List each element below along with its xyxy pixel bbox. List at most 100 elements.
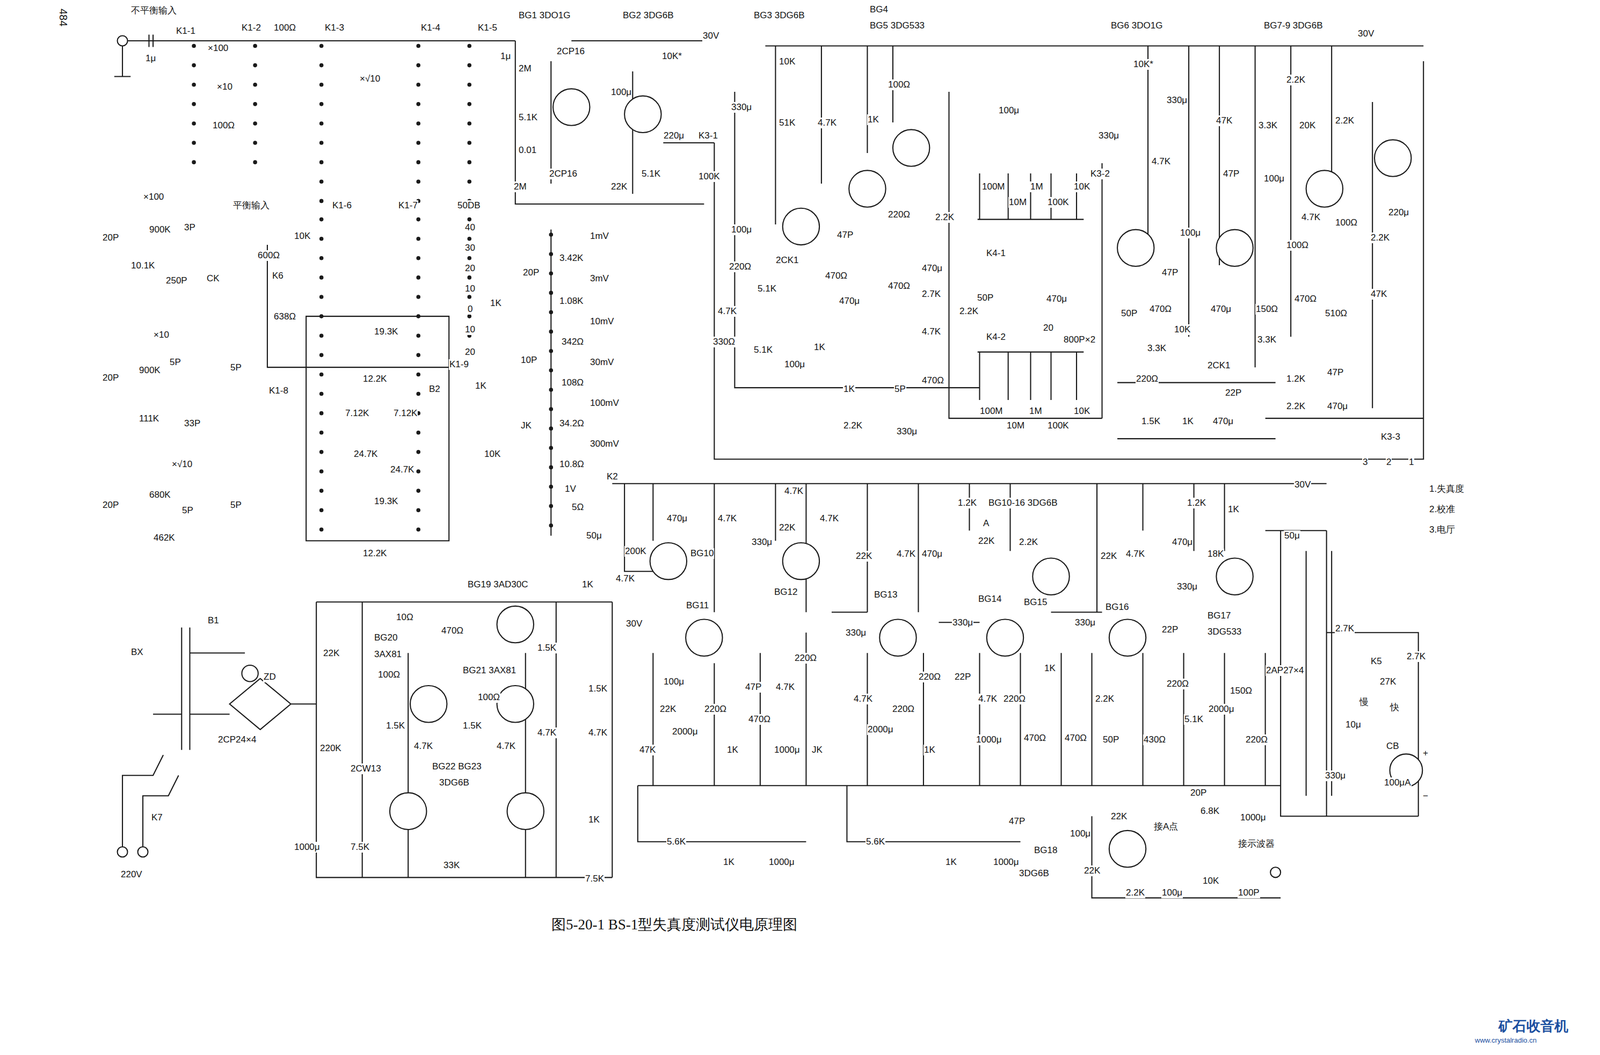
component-label: 100mV [589,397,620,409]
component-label: BG19 3AD30C [467,579,529,591]
component-label: BG12 [773,586,798,598]
component-label: 1K [474,380,487,392]
component-label: 470μ [838,295,861,307]
component-label: K1-5 [477,22,498,34]
component-label: 470Ω [1023,732,1047,744]
component-label: 30 [464,242,476,254]
component-label: 22P [1161,624,1179,636]
component-label: 10M [1006,420,1025,432]
component-label: BG20 [373,632,398,644]
component-label: 1.2K [1186,497,1207,509]
component-label: 1.08K [558,295,584,307]
component-label: 108Ω [561,377,585,389]
component-label: 18K [1206,548,1225,560]
component-label: 不平衡输入 [130,5,178,17]
component-label: 470Ω [747,714,772,725]
component-label: 100Ω [1285,240,1309,251]
component-label: 50P [976,292,994,304]
component-label: 1K [1181,416,1195,427]
component-label: 220Ω [728,261,752,273]
component-label: 300mV [589,438,620,450]
component-label: BG21 3AX81 [462,665,517,676]
component-label: 4.7K [817,117,838,129]
component-label: 4.7K [775,681,796,693]
component-label: BG16 [1104,601,1130,613]
component-label: 2.7K [921,288,942,300]
component-label: 5.1K [757,283,777,295]
component-label: 1.2K [1285,373,1306,385]
component-label: 100μ [663,676,685,688]
component-label: 12.2K [362,373,388,385]
component-label: 250P [165,275,188,287]
component-label: 10K [293,230,311,242]
component-label: CK [206,273,221,285]
component-label: 5P [181,505,194,516]
component-label: 20 [464,346,476,358]
component-label: 3.电厅 [1428,524,1456,536]
component-label: 111K [138,413,160,425]
component-label: 470Ω [440,625,464,637]
component-label: 24.7K [353,448,378,460]
component-label: 4.7K [921,326,942,338]
component-label: 慢 [1358,696,1370,708]
component-label: 22K [1110,811,1128,823]
component-label: 4.7K [587,727,608,739]
component-label: 20K [1298,120,1316,132]
component-label: 100K [697,171,721,183]
component-label: 1K [813,342,826,353]
component-label: − [1422,790,1429,802]
component-label: 5.6K [666,836,687,848]
component-label: 1K [944,856,958,868]
component-label: 接示波器 [1237,838,1276,850]
component-label: 470μ [1171,536,1194,548]
component-label: 4.7K [896,548,916,560]
wires [114,34,1424,899]
component-label: K1-8 [268,385,289,397]
component-label: 100Ω [477,692,501,703]
component-label: 600Ω [257,250,281,261]
component-label: 2.校准 [1428,504,1456,515]
component-label: BG18 [1033,845,1058,856]
component-label: 430Ω [1143,734,1167,746]
component-label: B1 [207,615,220,627]
component-label: 4.7K [1151,156,1172,167]
component-label: A [982,518,990,529]
component-label: 4.7K [783,485,804,497]
component-label: 100μ [783,359,806,370]
component-label: 6.8K [1200,805,1220,817]
component-label: 1K [581,579,594,591]
component-label: 1.5K [462,720,483,732]
component-label: 2000μ [1208,703,1235,715]
component-label: 47K [1215,115,1233,127]
component-label: 2.7K [1406,651,1427,663]
component-label: 220Ω [1135,373,1159,385]
component-label: 2.2K [1094,693,1115,705]
component-label: 接A点 [1153,821,1179,833]
component-label: 100μ [1179,227,1202,239]
component-label: 平衡输入 [232,200,271,212]
component-label: BG5 3DG533 [869,20,926,32]
component-label: K1-4 [420,22,441,34]
component-label: BG15 [1023,597,1048,608]
component-label: 220V [120,869,143,880]
component-label: 22P [1224,387,1242,399]
component-label: 220Ω [887,209,911,221]
component-label: 3DG6B [1018,868,1050,879]
component-label: JK [520,420,533,432]
component-label: BX [130,646,144,658]
component-label: 47P [1222,168,1240,180]
component-label: 20 [1042,322,1054,334]
component-label: 1 [1408,456,1415,468]
component-label: 10mV [589,316,615,327]
component-label: 470μ [921,548,943,560]
component-label: 22K [659,703,677,715]
component-label: 20P [102,372,120,384]
component-label: 19.3K [373,326,399,338]
component-label: 3.3K [1257,120,1278,132]
component-label: 20P [102,232,120,244]
component-label: 10K [1073,405,1091,417]
component-label: 510Ω [1324,308,1348,319]
component-label: K3-2 [1089,168,1111,180]
component-label: BG4 [869,4,889,16]
